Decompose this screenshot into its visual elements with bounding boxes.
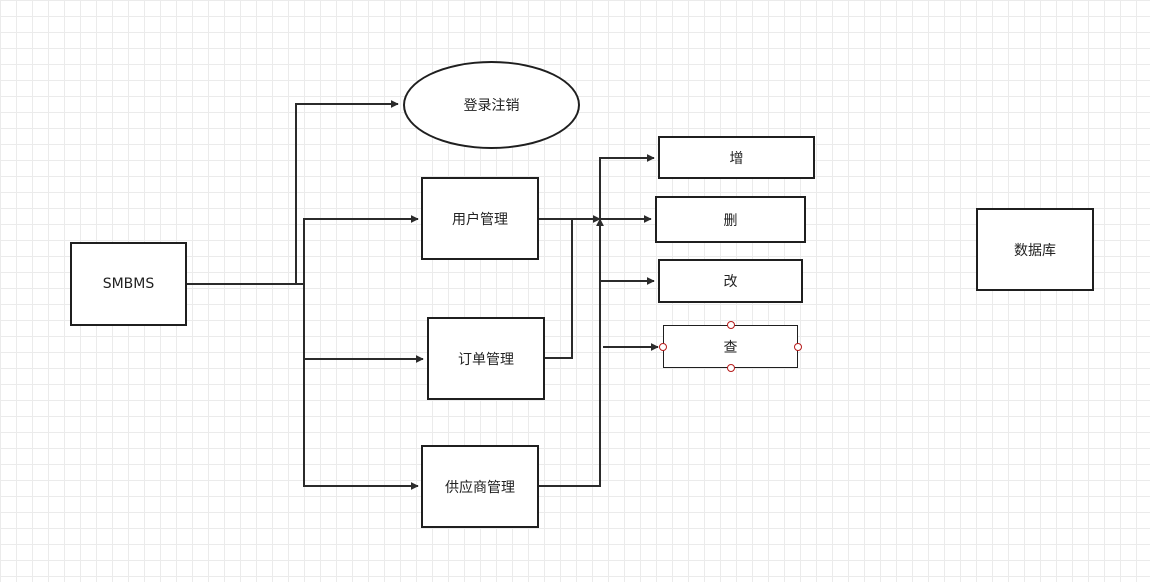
delete-label: 删: [723, 212, 738, 229]
query-label: 查: [723, 339, 738, 356]
query-handle-right[interactable]: [794, 343, 802, 351]
edge-supplier-mgmt-junction: [539, 218, 604, 487]
supplier-management-label: 供应商管理: [445, 479, 515, 496]
delete-node[interactable]: 删: [655, 196, 806, 243]
supplier-management-node[interactable]: 供应商管理: [421, 445, 539, 528]
query-handle-bottom[interactable]: [727, 364, 735, 372]
edge-smbms-supplier-mgmt: [187, 283, 419, 490]
edge-smbms-user-mgmt: [187, 215, 419, 285]
edge-smbms-login: [187, 100, 399, 285]
smbms-node[interactable]: SMBMS: [70, 242, 187, 326]
update-label: 改: [723, 274, 738, 290]
user-management-node[interactable]: 用户管理: [421, 177, 539, 260]
order-management-node[interactable]: 订单管理: [427, 317, 545, 400]
edge-order-mgmt-junction: [545, 218, 600, 359]
query-handle-top[interactable]: [727, 321, 735, 329]
login-logout-node[interactable]: 登录注销: [403, 61, 580, 149]
database-node[interactable]: 数据库: [976, 208, 1094, 291]
update-node[interactable]: 改: [658, 259, 803, 303]
login-logout-label: 登录注销: [463, 98, 520, 114]
smbms-label: SMBMS: [102, 276, 155, 292]
order-management-label: 订单管理: [458, 351, 514, 368]
add-label: 增: [729, 150, 744, 167]
query-handle-left[interactable]: [659, 343, 667, 351]
query-node[interactable]: 查: [663, 325, 798, 368]
edge-to-add: [599, 154, 655, 219]
database-label: 数据库: [1014, 242, 1056, 259]
add-node[interactable]: 增: [658, 136, 815, 179]
edge-to-update: [599, 219, 655, 285]
user-management-label: 用户管理: [452, 211, 508, 228]
